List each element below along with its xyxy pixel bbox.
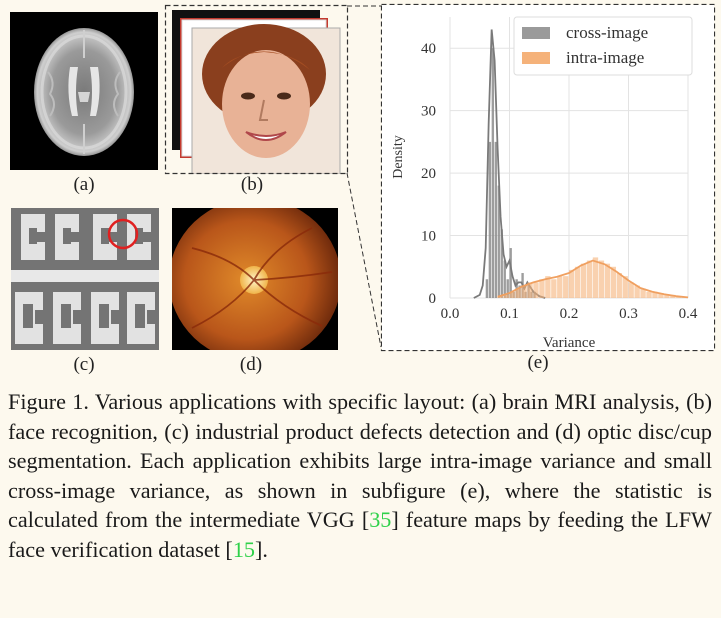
histogram-bar [628,282,634,298]
caption-text-2: ] feature maps by feeding the LFW face v… [8,507,712,562]
histogram-bar [503,260,506,298]
histogram-bar [494,141,497,298]
legend-swatch-intra-image [522,52,550,64]
histogram-bar [503,294,509,298]
legend-swatch-cross-image [522,27,550,39]
histogram-bar [569,269,575,298]
histogram-bar [557,276,563,298]
legend-label-intra-image: intra-image [566,48,644,67]
histogram-bar [622,276,628,298]
industrial-product-image [11,208,159,350]
y-tick-label: 40 [421,41,436,57]
x-axis-label: Variance [543,335,596,350]
y-axis-label: Density [391,135,406,179]
kde-curve [497,259,689,299]
subfigure-e-label: (e) [527,352,549,373]
series-cross-image [473,29,546,299]
y-tick-label: 20 [421,166,436,182]
histogram-bar [488,141,492,298]
histogram-bar [640,288,646,298]
x-tick-label: 0.2 [560,306,579,322]
histogram-bar [521,285,527,298]
x-tick-label: 0.3 [619,306,638,322]
legend-label-cross-image: cross-image [566,23,648,42]
histogram-bar [527,282,533,298]
histogram-bar [658,293,664,298]
histogram-bar [497,296,503,298]
histogram-bar [539,279,545,298]
caption-text-3: ]. [255,536,268,562]
face-photo-stack [168,8,344,174]
histogram-bar [491,48,495,298]
histogram-bar [509,291,515,298]
histogram-bar [580,263,587,298]
histogram-bar [485,279,489,298]
chart-series [473,29,689,299]
retina-fundus-image [172,208,338,350]
variance-density-chart: 0.0 0.1 0.2 0.3 0.4 0 10 20 30 40 Density Varianc… [382,5,714,350]
histogram-bar [664,294,670,298]
chart-legend: cross-image intra-image [513,16,693,76]
histogram-bar [515,288,521,298]
chart-axes: 0.0 0.1 0.2 0.3 0.4 0 10 20 30 40 [421,41,698,322]
subfigure-d-label: (d) [239,354,263,375]
subfigure-c-label: (c) [73,354,95,375]
figure: (a) (b) [10,3,716,375]
histogram-bar [497,185,500,298]
y-tick-label: 30 [421,104,436,120]
subfigure-b-label: (b) [240,174,264,195]
histogram-bar [545,276,551,298]
histogram-bar [533,282,539,298]
histogram-bar [634,285,640,298]
dashed-connectors [164,3,716,352]
caption-text-1: Figure 1. Various applications with spec… [8,389,712,532]
histogram-bar [551,279,557,298]
histogram-bar [604,263,611,298]
y-tick-label: 10 [421,229,436,245]
histogram-bar [598,260,605,298]
histogram-bar [506,279,509,298]
subfigure-a-label: (a) [73,174,95,195]
y-tick-label: 0 [429,291,437,307]
histogram-bar [563,276,569,298]
histogram-bar [652,291,658,298]
brain-mri-image [10,12,158,170]
histogram-bar [509,248,512,298]
x-tick-label: 0.0 [441,306,460,322]
histogram-bar [616,273,622,298]
histogram-bar [610,266,616,298]
histogram-bar [574,266,581,298]
citation-link-35[interactable]: 35 [369,507,392,532]
x-tick-label: 0.4 [679,306,698,322]
series-intra-image [497,257,689,299]
histogram-bar [592,257,599,298]
figure-caption: Figure 1. Various applications with spec… [8,387,712,564]
histogram-bar [646,291,652,298]
citation-link-15[interactable]: 15 [232,536,256,562]
x-tick-label: 0.1 [500,306,519,322]
histogram-bar [586,260,593,298]
histogram-bar [500,229,503,298]
